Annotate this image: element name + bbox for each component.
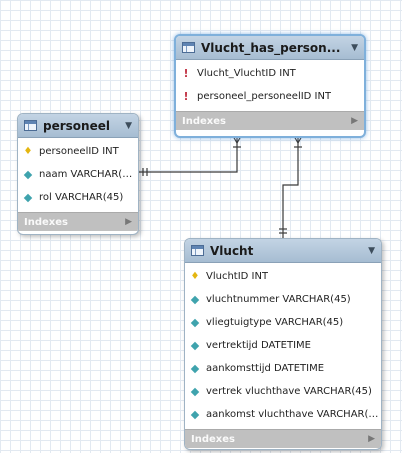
column-row[interactable]: vertrek vluchthave VARCHAR(45) bbox=[185, 380, 381, 403]
entity-personeel[interactable]: personeel ▼ ♦ personeelID INT naam VARCH… bbox=[17, 113, 139, 235]
column-label: vertrek vluchthave VARCHAR(45) bbox=[206, 386, 372, 397]
column-row[interactable]: rol VARCHAR(45) bbox=[18, 186, 138, 209]
column-list: ♦ VluchtID INT vluchtnummer VARCHAR(45) … bbox=[185, 263, 381, 429]
column-row[interactable]: aankomst vluchthave VARCHAR(4... bbox=[185, 403, 381, 426]
entity-vlucht-has-personeel[interactable]: Vlucht_has_person... ▼ ! Vlucht_VluchtID… bbox=[174, 34, 366, 138]
column-list: ! Vlucht_VluchtID INT ! personeel_person… bbox=[176, 60, 364, 111]
column-label: Vlucht_VluchtID INT bbox=[197, 68, 296, 79]
column-row[interactable]: naam VARCHAR(45) bbox=[18, 163, 138, 186]
column-label: rol VARCHAR(45) bbox=[39, 192, 124, 203]
entity-header[interactable]: Vlucht ▼ bbox=[185, 239, 381, 263]
primary-key-icon: ♦ bbox=[23, 145, 33, 157]
column-label: vertrektijd DATETIME bbox=[206, 340, 311, 351]
field-icon bbox=[190, 410, 200, 419]
table-icon bbox=[191, 245, 204, 256]
column-row[interactable]: aankomsttijd DATETIME bbox=[185, 357, 381, 380]
column-row[interactable]: ♦ VluchtID INT bbox=[185, 265, 381, 288]
relationship-line-personeel bbox=[138, 136, 238, 173]
indexes-label: Indexes bbox=[24, 216, 68, 228]
column-label: naam VARCHAR(45) bbox=[39, 169, 138, 180]
field-icon bbox=[190, 387, 200, 396]
table-icon bbox=[24, 120, 37, 131]
field-icon bbox=[190, 341, 200, 350]
collapse-arrow-icon[interactable]: ▼ bbox=[351, 42, 358, 53]
collapse-arrow-icon[interactable]: ▼ bbox=[125, 120, 132, 131]
foreign-key-icon: ! bbox=[183, 90, 189, 103]
column-label: personeel_personeelID INT bbox=[197, 91, 332, 102]
column-label: vluchtnummer VARCHAR(45) bbox=[206, 294, 351, 305]
entity-vlucht[interactable]: Vlucht ▼ ♦ VluchtID INT vluchtnummer VAR… bbox=[184, 238, 382, 450]
indexes-label: Indexes bbox=[191, 433, 235, 445]
column-label: aankomsttijd DATETIME bbox=[206, 363, 325, 374]
indexes-section[interactable]: Indexes ▶ bbox=[185, 429, 381, 448]
entity-header[interactable]: personeel ▼ bbox=[18, 114, 138, 138]
collapse-arrow-icon[interactable]: ▼ bbox=[368, 245, 375, 256]
column-row[interactable]: vertrektijd DATETIME bbox=[185, 334, 381, 357]
foreign-key-icon: ! bbox=[183, 67, 189, 80]
entity-title: personeel bbox=[43, 118, 110, 133]
column-label: personeelID INT bbox=[39, 146, 119, 157]
entity-title: Vlucht_has_person... bbox=[201, 40, 341, 55]
expand-arrow-icon[interactable]: ▶ bbox=[125, 217, 132, 227]
column-row[interactable]: vluchtnummer VARCHAR(45) bbox=[185, 288, 381, 311]
column-row[interactable]: vliegtuigtype VARCHAR(45) bbox=[185, 311, 381, 334]
indexes-label: Indexes bbox=[182, 115, 226, 127]
field-icon bbox=[190, 364, 200, 373]
entity-title: Vlucht bbox=[210, 243, 254, 258]
primary-key-icon: ♦ bbox=[190, 270, 200, 282]
field-icon bbox=[190, 318, 200, 327]
column-label: vliegtuigtype VARCHAR(45) bbox=[206, 317, 344, 328]
field-icon bbox=[23, 193, 33, 202]
relationship-line-vlucht bbox=[282, 136, 299, 238]
column-list: ♦ personeelID INT naam VARCHAR(45) rol V… bbox=[18, 138, 138, 212]
field-icon bbox=[190, 295, 200, 304]
column-label: VluchtID INT bbox=[206, 271, 269, 282]
field-icon bbox=[23, 170, 33, 179]
entity-header[interactable]: Vlucht_has_person... ▼ bbox=[176, 36, 364, 60]
indexes-section[interactable]: Indexes ▶ bbox=[18, 212, 138, 231]
indexes-section[interactable]: Indexes ▶ bbox=[176, 111, 364, 130]
expand-arrow-icon[interactable]: ▶ bbox=[368, 434, 375, 444]
column-row[interactable]: ! personeel_personeelID INT bbox=[176, 85, 364, 108]
column-row[interactable]: ! Vlucht_VluchtID INT bbox=[176, 62, 364, 85]
expand-arrow-icon[interactable]: ▶ bbox=[351, 116, 358, 126]
column-label: aankomst vluchthave VARCHAR(4... bbox=[206, 409, 381, 420]
column-row[interactable]: ♦ personeelID INT bbox=[18, 140, 138, 163]
table-icon bbox=[182, 42, 195, 53]
